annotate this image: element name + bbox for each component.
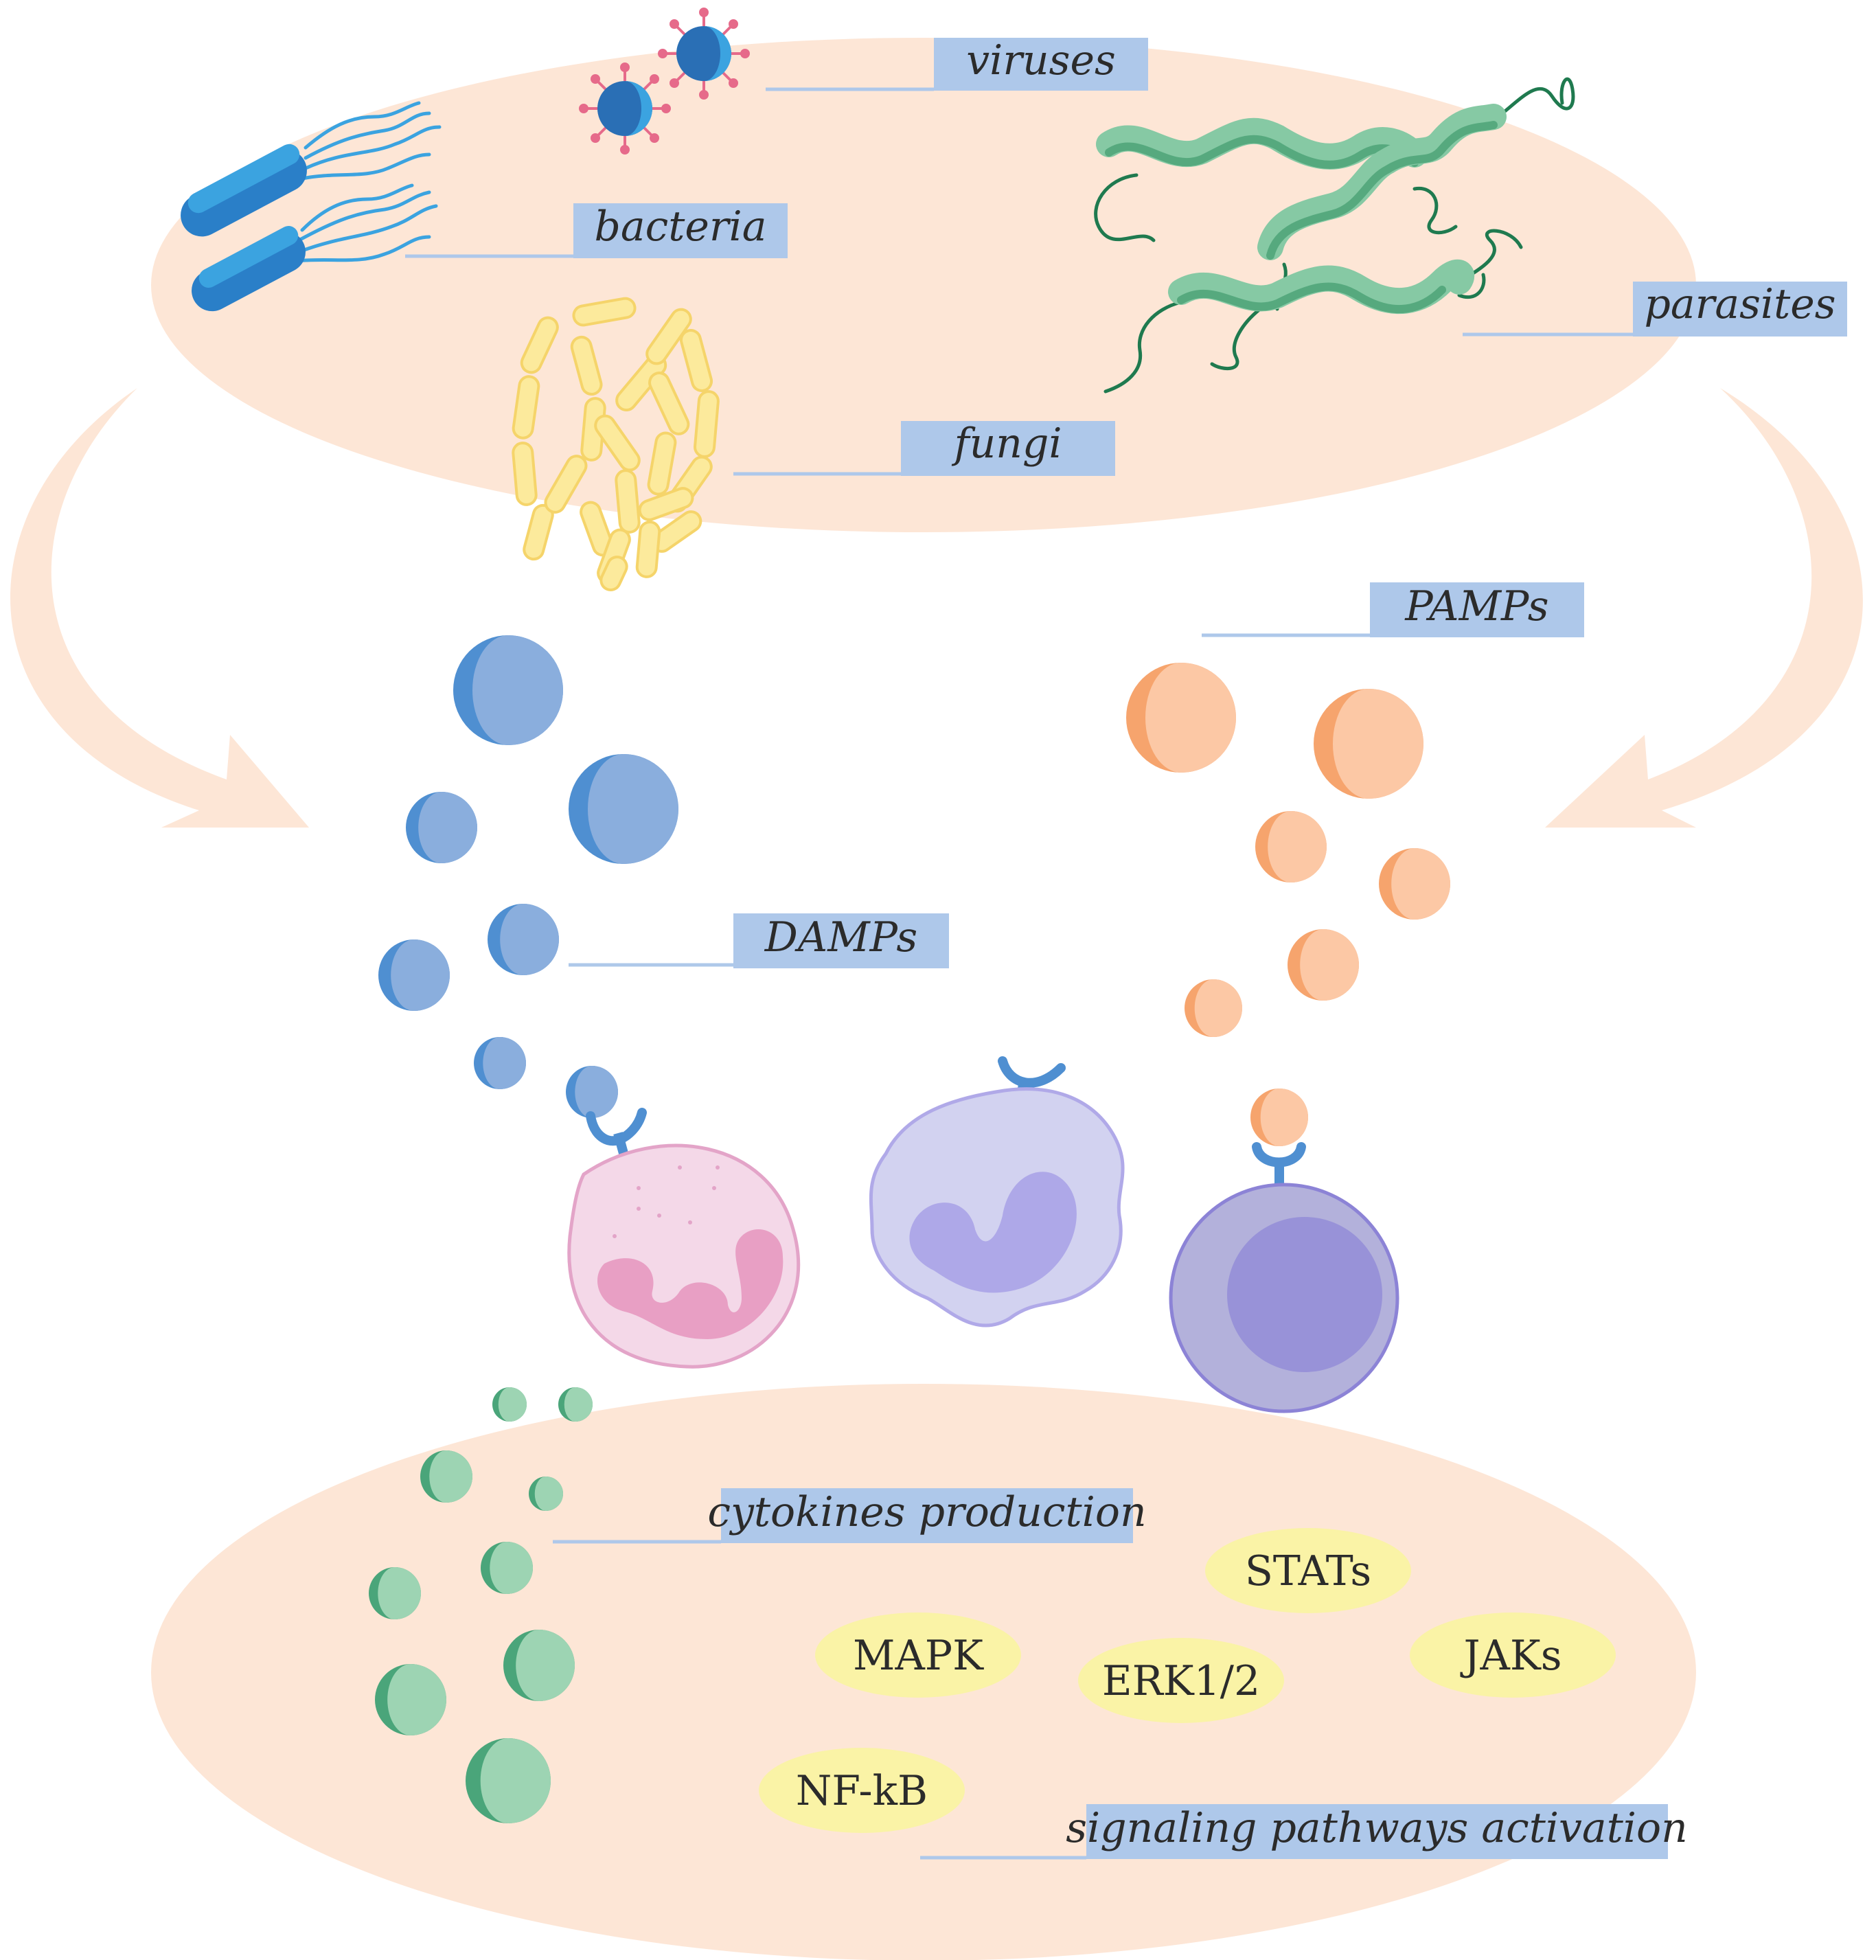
fungi-icon xyxy=(512,297,720,591)
cytokines-label: cytokines production xyxy=(553,1488,1147,1544)
parasites-label-text: parasites xyxy=(1644,280,1835,328)
pamp-sphere xyxy=(1185,979,1242,1037)
pamp-sphere xyxy=(1250,1089,1308,1146)
pamps-label: PAMPs xyxy=(1202,582,1584,637)
signaling-label: signaling pathways activation xyxy=(920,1804,1688,1860)
cytokine-sphere xyxy=(420,1450,472,1503)
cytokine-sphere xyxy=(375,1664,446,1735)
pamp-sphere xyxy=(1379,848,1450,920)
fungi-label-text: fungi xyxy=(951,420,1062,468)
macrophage-cell xyxy=(869,1056,1125,1327)
cytokine-sphere xyxy=(466,1738,551,1823)
bacteria-label: bacteria xyxy=(405,203,788,258)
cytokine-sphere xyxy=(529,1477,563,1511)
bacteria-label-text: bacteria xyxy=(594,203,766,251)
neutrophil-cell xyxy=(567,1108,801,1369)
pamp-sphere xyxy=(1255,811,1327,882)
damp-sphere xyxy=(474,1037,526,1089)
nfkb-molecule: NF-kB xyxy=(759,1748,965,1833)
erk-molecule: ERK1/2 xyxy=(1078,1638,1284,1723)
stats-text: STATs xyxy=(1245,1547,1371,1595)
pamps-particles xyxy=(1126,663,1450,1146)
damp-sphere xyxy=(453,635,563,745)
damps-particles xyxy=(378,635,678,1118)
damps-label: DAMPs xyxy=(569,913,949,968)
right-curved-arrow xyxy=(1545,388,1863,828)
pamp-sphere xyxy=(1314,689,1423,799)
mapk-text: MAPK xyxy=(853,1632,984,1680)
cytokine-sphere xyxy=(369,1567,421,1619)
nfkb-text: NF-kB xyxy=(796,1767,928,1815)
fungi-label: fungi xyxy=(733,420,1115,476)
parasites-icon xyxy=(1094,77,1575,394)
signaling-label-text: signaling pathways activation xyxy=(1066,1804,1688,1852)
cytokines-label-text: cytokines production xyxy=(707,1488,1146,1536)
erk-text: ERK1/2 xyxy=(1102,1657,1260,1705)
mapk-molecule: MAPK xyxy=(815,1613,1021,1698)
viruses-label-text: viruses xyxy=(966,36,1116,84)
cytokine-sphere xyxy=(492,1387,527,1422)
damp-sphere xyxy=(566,1066,618,1118)
pamp-sphere xyxy=(1288,929,1359,1001)
cytokine-sphere xyxy=(503,1630,575,1701)
cytokine-sphere xyxy=(481,1542,533,1594)
viruses-label: viruses xyxy=(766,36,1148,91)
jaks-molecule: JAKs xyxy=(1410,1613,1616,1698)
parasites-label: parasites xyxy=(1463,280,1847,337)
cytokine-sphere xyxy=(558,1387,593,1422)
damp-sphere xyxy=(569,754,678,864)
damps-label-text: DAMPs xyxy=(764,913,917,961)
left-curved-arrow xyxy=(10,388,309,828)
damp-sphere xyxy=(378,939,450,1011)
pamps-label-text: PAMPs xyxy=(1404,582,1548,630)
pamp-sphere xyxy=(1126,663,1236,773)
jaks-text: JAKs xyxy=(1460,1632,1562,1680)
damp-sphere xyxy=(488,904,559,975)
bacteria-icon xyxy=(181,101,442,312)
cytokine-particles xyxy=(369,1387,593,1823)
lymphocyte-cell xyxy=(1169,1142,1399,1413)
stats-molecule: STATs xyxy=(1205,1528,1411,1613)
damp-sphere xyxy=(406,792,477,863)
